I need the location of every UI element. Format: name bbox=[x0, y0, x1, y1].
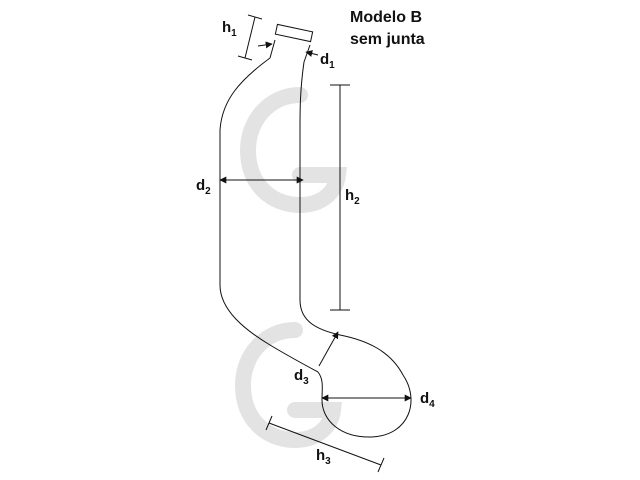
label-d2: d2 bbox=[196, 177, 211, 197]
h1-tick-bottom bbox=[237, 55, 253, 61]
label-h3: h3 bbox=[316, 447, 331, 467]
flask-body-left bbox=[219, 57, 319, 373]
d1-arrow-right bbox=[305, 50, 319, 57]
title-line2: sem junta bbox=[350, 31, 425, 48]
h3-tick-left bbox=[265, 415, 273, 431]
label-h2: h2 bbox=[345, 187, 360, 207]
dimension-lines bbox=[219, 14, 412, 473]
h1-tick-top bbox=[247, 14, 263, 20]
label-d3: d3 bbox=[294, 367, 309, 387]
label-h1: h1 bbox=[222, 19, 237, 39]
d1-arrow-left bbox=[257, 41, 273, 49]
label-d1: d1 bbox=[320, 51, 335, 71]
logo-watermark bbox=[234, 87, 348, 449]
flask-neck-left bbox=[269, 39, 276, 59]
h3-tick-right bbox=[377, 457, 385, 473]
flask-body-right bbox=[299, 61, 404, 376]
flask-bulb bbox=[317, 371, 412, 438]
h3-line bbox=[268, 422, 382, 466]
flask-rim bbox=[274, 23, 314, 43]
title-line1: Modelo B bbox=[350, 9, 422, 26]
d3-line bbox=[318, 331, 339, 367]
flask-outline bbox=[219, 23, 412, 438]
flask-neck-right bbox=[303, 44, 311, 63]
label-d4: d4 bbox=[420, 390, 435, 410]
h1-line bbox=[244, 16, 256, 59]
